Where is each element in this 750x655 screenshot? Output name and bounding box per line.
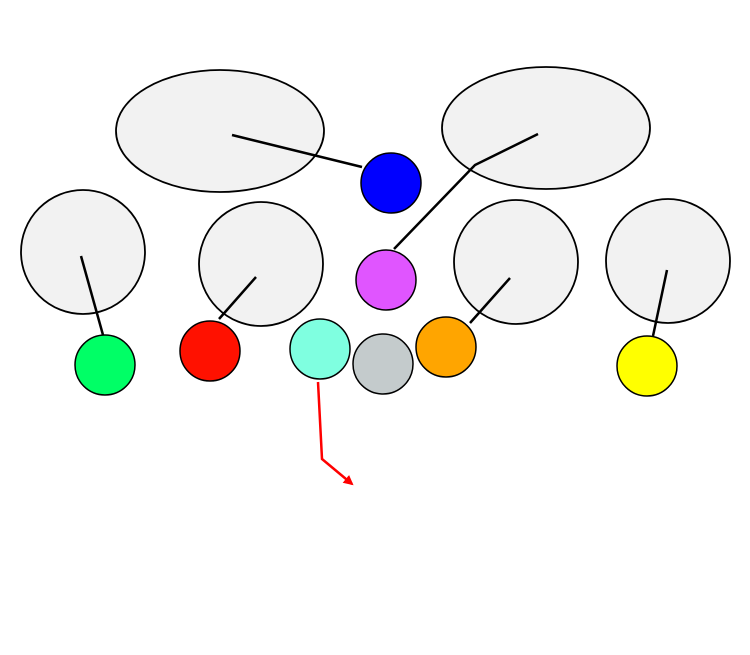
player-red — [179, 320, 241, 382]
player-cyan — [289, 318, 351, 380]
underneath-zone-2 — [198, 201, 324, 327]
assignment-line-green — [79, 255, 105, 336]
assignment-line-red — [218, 276, 257, 320]
player-gray — [352, 333, 414, 395]
assignment-line-yellow — [651, 269, 669, 337]
assignment-line-orange — [469, 277, 511, 324]
player-yellow — [616, 335, 678, 397]
underneath-zone-4 — [605, 198, 731, 324]
player-magenta — [355, 249, 417, 311]
player-orange — [415, 316, 477, 378]
route-arrow — [316, 381, 354, 486]
deep-zone-right — [441, 66, 651, 190]
assignment-line-magenta — [393, 132, 539, 250]
underneath-zone-3 — [453, 199, 579, 325]
underneath-zone-1 — [20, 189, 146, 315]
deep-zone-left — [115, 69, 325, 193]
assignment-line-blue — [231, 133, 363, 169]
player-green — [74, 334, 136, 396]
player-blue — [360, 152, 422, 214]
